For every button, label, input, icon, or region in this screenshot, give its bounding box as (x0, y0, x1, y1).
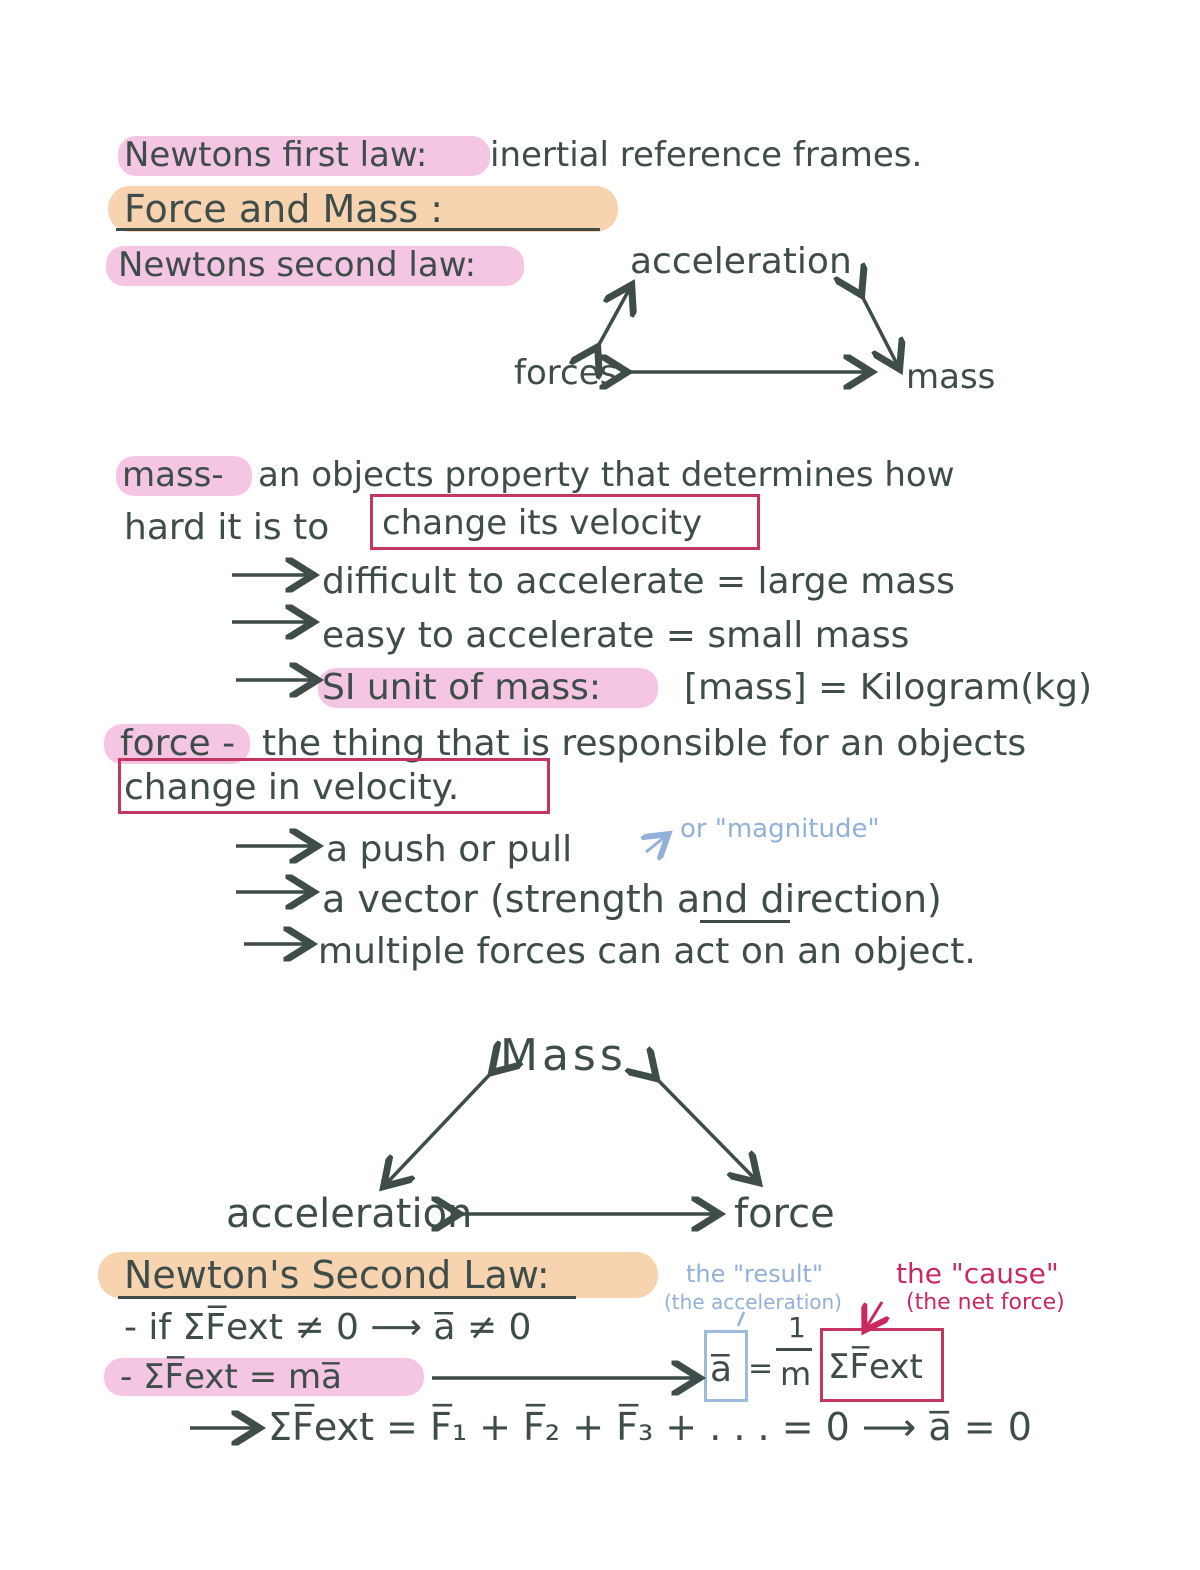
result-note: the "result" (686, 1260, 823, 1288)
force-def-line1: the thing that is responsible for an obj… (262, 723, 1027, 764)
si-unit-label: SI unit of mass: (322, 667, 602, 708)
eq-sum: ΣF̅ext (828, 1347, 923, 1387)
diagram2-right-label: force (734, 1191, 835, 1237)
si-unit-value: [mass] = Kilogram(kg) (684, 667, 1092, 708)
second-law-line3: ΣF̅ext = F̅₁ + F̅₂ + F̅₃ + . . . = 0 ⟶ a… (268, 1405, 1032, 1449)
d2-arrow-mass-accel (386, 1070, 494, 1184)
highlight-force (104, 724, 250, 764)
eq-accel: a̅ (710, 1349, 733, 1390)
highlight-second-law-title (98, 1252, 658, 1298)
highlight-force-mass (108, 186, 618, 232)
mass-def-boxed: change its velocity (382, 503, 703, 543)
force-bullet-1: a push or pull (326, 829, 573, 870)
change-velocity-box (118, 758, 550, 814)
d2-arrow-mass-force (654, 1076, 756, 1180)
magnitude-note: or "magnitude" (680, 814, 880, 844)
eq-frac-num: 1 (788, 1311, 806, 1344)
first-law-label: Newtons first law: (124, 135, 428, 175)
second-law-label: Newtons second law: (118, 245, 477, 285)
frac-bar (776, 1348, 812, 1351)
magnitude-arrow (646, 836, 666, 852)
and-underline (700, 920, 790, 923)
second-law-line1: - if ΣF̅ext ≠ 0 ⟶ a̅ ≠ 0 (124, 1307, 532, 1348)
result-arrow (736, 1311, 746, 1327)
force-mass-heading: Force and Mass : (124, 187, 444, 231)
eq-frac-den: m (780, 1355, 812, 1393)
mass-def-line2: hard it is to (124, 507, 330, 548)
diagram1-right-label: mass (906, 357, 996, 397)
mass-label: mass- (122, 455, 224, 495)
second-law-title-underline (118, 1296, 576, 1299)
second-law-line2: - ΣF̅ext = ma̅ (120, 1357, 342, 1397)
mass-bullet-1: difficult to accelerate = large mass (322, 561, 955, 602)
second-law-title: Newton's Second Law: (124, 1253, 550, 1297)
mass-bullet-2: easy to accelerate = small mass (322, 615, 910, 656)
force-def-boxed: change in velocity. (124, 767, 460, 808)
highlight-second-law (106, 246, 524, 286)
force-bullet-2: a vector (strength and direction) (322, 877, 942, 921)
force-mass-underline (116, 228, 600, 231)
diagram2-left-label: acceleration (226, 1191, 473, 1237)
d1-arrow-forces-accel (596, 288, 630, 350)
force-bullet-3: multiple forces can act on an object. (318, 931, 976, 972)
cause-sub: (the net force) (906, 1290, 1065, 1315)
highlight-sum-ma (104, 1358, 424, 1396)
cause-arrow (866, 1301, 882, 1328)
highlight-si-unit (318, 668, 658, 708)
result-sub: (the acceleration) (664, 1290, 842, 1314)
highlight-mass (116, 456, 252, 496)
first-law-text: inertial reference frames. (490, 135, 923, 175)
diagram1-top-label: acceleration (630, 241, 852, 282)
d1-arrow-accel-mass (860, 292, 898, 366)
force-label: force - (120, 723, 236, 764)
cause-note: the "cause" (896, 1257, 1059, 1290)
highlight-first-law (118, 136, 490, 176)
eq-equals: = (748, 1351, 774, 1386)
mass-def-line1: an objects property that determines how (258, 455, 955, 495)
velocity-box (370, 494, 760, 550)
